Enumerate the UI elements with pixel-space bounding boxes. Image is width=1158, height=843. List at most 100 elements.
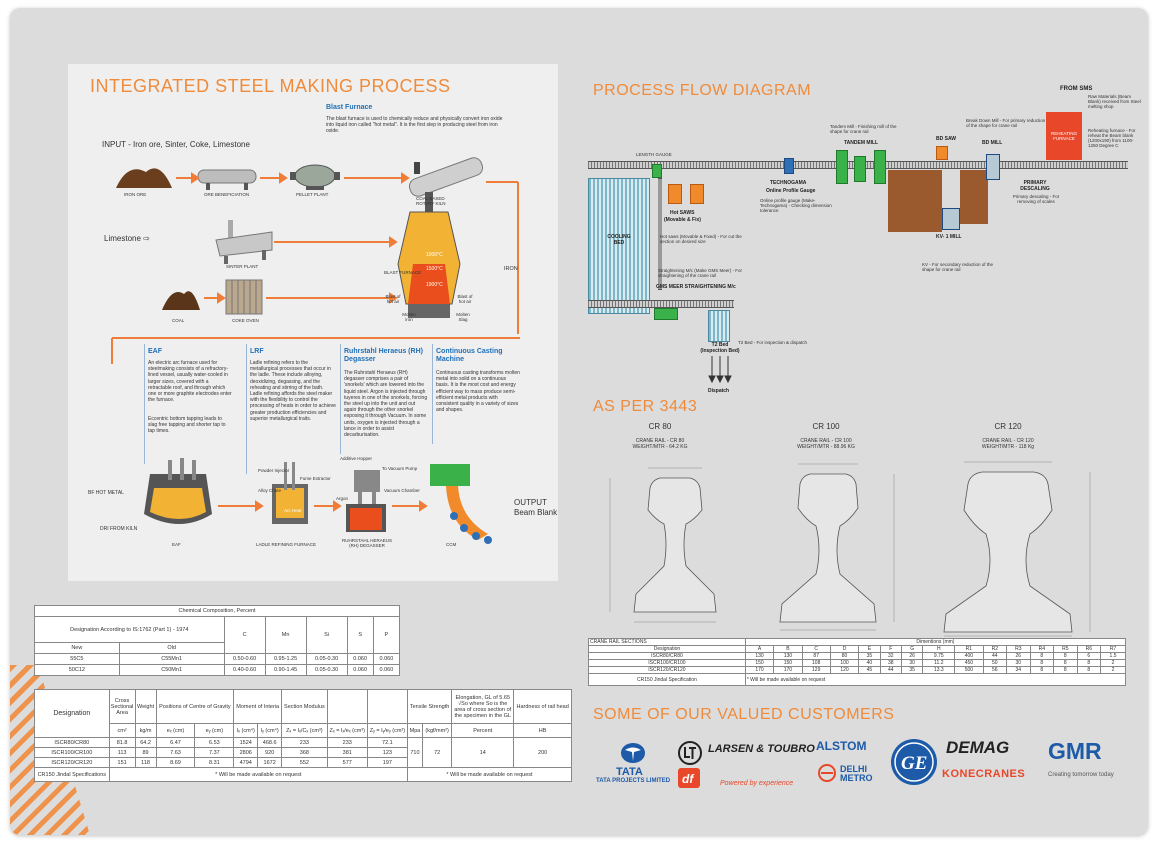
chem-col-mn: Mn: [264, 616, 307, 654]
transfer-bed-2: [960, 170, 988, 224]
coke-oven-label: COKE OVEN: [232, 318, 259, 323]
blast-furnace-title: Blast Furnace: [326, 104, 373, 111]
online-profile-label: Online Profile Gauge: [766, 188, 816, 194]
tandem-text: Tandem Mill - Finishing mill of the shap…: [830, 124, 897, 134]
bd-mill-box: [986, 154, 1000, 180]
descaling-text: Primary descaling - For removing of scal…: [1012, 194, 1060, 204]
table-row: CR150 Jindal Specification * Will be mad…: [588, 673, 1127, 686]
rotary-kiln-icon: [408, 157, 484, 197]
kv-mill-box: [942, 208, 960, 230]
reheating-text: Reheating furnace - For reheat the Beam …: [1088, 128, 1136, 148]
prop-tensile-header: Tensile Strength: [406, 688, 453, 725]
bd-saw-label: BD SAW: [936, 136, 956, 142]
temp-1900: 1900°C: [426, 282, 443, 288]
output-label: OUTPUT: [514, 498, 547, 507]
sinter-plant-label: SINTER PLANT: [226, 264, 259, 269]
kv-text: KV - For secondary reduction of the shap…: [922, 262, 994, 272]
chemical-composition-table: Chemical Composition, Percent Designatio…: [34, 605, 401, 676]
ore-beneficiation-icon: [197, 169, 257, 190]
tata-logo-text: TATA: [616, 766, 643, 778]
raw-materials-text: Raw Materials (Beam Blank) received from…: [1088, 94, 1141, 109]
input-label: INPUT - Iron ore, Sinter, Coke, Limeston…: [102, 140, 250, 149]
eaf-label: EAF: [172, 542, 181, 547]
eaf-text: An electric arc furnace used for steelma…: [148, 360, 232, 404]
roller-track-bottom: [588, 300, 734, 308]
chem-col-c: C: [223, 616, 266, 654]
transfer-rail: [658, 178, 662, 290]
chem-col-si: Si: [305, 616, 348, 654]
rail-caption: CRANE RAIL SECTIONS: [588, 638, 746, 646]
ccm-icon: [430, 464, 492, 544]
prop-cross-header: Cross Sectional Area: [108, 688, 136, 725]
molten-iron-label: Molten iron: [402, 312, 416, 322]
vacuum-pump-label: To Vacuum Pump: [382, 466, 418, 471]
pellet-plant-icon: [290, 164, 340, 190]
rail-cr100-sub1: CRANE RAIL - CR 100: [800, 438, 852, 444]
tensile-mpa-value: 710: [406, 737, 424, 768]
gmr-tagline: Creating tomorrow today: [1048, 772, 1114, 778]
chem-new-header: New: [34, 642, 120, 654]
length-gauge-label: LENGTH GAUGE: [636, 152, 672, 157]
rail-cr100-sub2: WEIGHT/MTR - 88.96 KG: [797, 444, 855, 450]
rh-text: The Ruhrstahl Heraeus (RH) degasser comp…: [344, 370, 428, 439]
bd-mill-label: BD MILL: [982, 140, 1003, 146]
tata-logo-icon: [621, 743, 645, 763]
gmr-logo-text: GMR: [1048, 738, 1102, 764]
rh-label: RUHRSTAHL HERAEUS (RH) DEGASSER: [341, 538, 392, 548]
prop-modulus-header: Section Modulus: [281, 688, 328, 725]
rail-note: * Will be made available on request: [744, 673, 1127, 686]
chem-col-s: S: [346, 616, 374, 654]
rail-dimensions-table: CRANE RAIL SECTIONS Dimentions (mm) Desi…: [588, 638, 1127, 686]
lrf-text: Ladle refining refers to the metallurgic…: [250, 360, 336, 422]
section-properties-table: Designation Cross Sectional Area Weight …: [34, 688, 573, 782]
chem-caption: Chemical Composition, Percent: [34, 605, 400, 617]
eaf-icon: [144, 458, 212, 524]
tata-projects-text: TATA PROJECTS LIMITED: [596, 778, 671, 784]
elongation-value: 14: [451, 737, 515, 768]
reheating-furnace-box: REHEATING FURNACE: [1046, 112, 1082, 160]
prop-centre-header: Positions of Centre of Gravity: [155, 688, 235, 725]
alloy-chute-label: Alloy Chute: [258, 488, 282, 493]
temp-1500: 1500°C: [426, 266, 443, 272]
ge-logo-text: GE: [901, 753, 927, 774]
tandem-stand-3: [874, 150, 886, 184]
t2-bed-label: T2 Bed (Inspection Bed): [700, 342, 740, 354]
blast-furnace-text: The blast furnace is used to chemically …: [326, 116, 503, 135]
rail-cr80-profile: [633, 477, 717, 613]
powder-injector-label: Powder Injector: [258, 468, 290, 473]
rail-cr120-profile: [943, 471, 1073, 633]
primary-descaling-label: PRIMARY DESCALING: [1020, 180, 1050, 192]
table-row: CR150 Jindal Specifications * Will be ma…: [34, 767, 573, 782]
demag-logo-text: DEMAG: [946, 738, 1010, 757]
svg-text:df: df: [682, 772, 694, 786]
rail-cr80-sub1: CRANE RAIL - CR 80: [635, 438, 685, 444]
delhi-logo-text: DELHI: [840, 764, 867, 774]
straightening-text: Straightening M/c (Make GMS Meer) - For …: [658, 268, 743, 278]
df-logo-icon: df: [678, 768, 700, 788]
prop-inertia-header: Moment of Interia: [233, 688, 283, 725]
pfd-title: PROCESS FLOW DIAGRAM: [593, 82, 812, 99]
eaf-text-2: Eccentric bottom tapping leads to slag f…: [148, 416, 226, 435]
movable-fix-label: (Movable & Fix): [664, 217, 701, 223]
rail-cr100-title: CR 100: [812, 422, 840, 431]
rail-cr120-title: CR 120: [994, 422, 1022, 431]
iron-label: IRON: [504, 266, 518, 272]
lrf-label: LADLE REFINING FURNACE: [256, 542, 317, 547]
coal-pile-icon: [162, 291, 200, 310]
transfer-bed-1: [888, 170, 942, 232]
length-gauge-box: [652, 164, 662, 178]
rail-cr80-title: CR 80: [648, 422, 672, 431]
ccm-label: CCM: [446, 542, 457, 547]
cooling-bed-label: COOLING BED: [607, 234, 631, 246]
dispatch-arrows: [708, 356, 732, 384]
lrf-title: LRF: [250, 348, 264, 355]
chem-old-header: Old: [118, 642, 225, 654]
dri-label: DRI FROM KILN: [100, 526, 138, 532]
profile-text: Online profile gauge (Make- Technogama) …: [760, 198, 832, 213]
iron-ore-label: IRON ORE: [124, 192, 147, 197]
ge-logo-icon: GE: [891, 739, 937, 785]
